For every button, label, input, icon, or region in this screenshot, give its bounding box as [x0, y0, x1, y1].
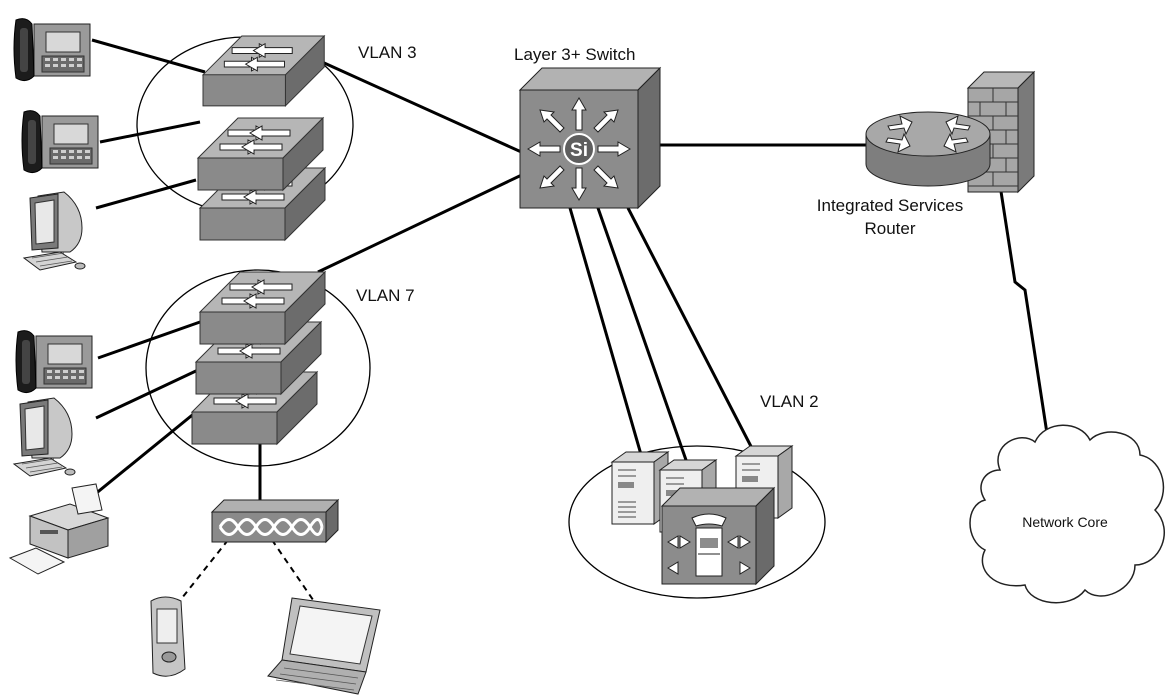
wireless-access-point-icon[interactable] [210, 498, 340, 544]
ip-phone-icon[interactable] [15, 330, 93, 394]
link-l3-to-server-2 [596, 207, 688, 461]
link-l3-to-server-1 [568, 207, 644, 459]
vlan2-label: VLAN 2 [760, 392, 819, 411]
link-pc2-to-switch [95, 368, 199, 420]
router-icon[interactable] [865, 111, 991, 187]
vlan7-boundary [145, 269, 371, 467]
wireless-links [177, 539, 321, 611]
l3-switch-glyph: Si [570, 140, 588, 161]
vlan3-label: VLAN 3 [358, 43, 417, 62]
call-manager-icon[interactable] [660, 486, 776, 586]
link-vlan7-switch-to-l3 [317, 170, 529, 274]
laptop-icon[interactable] [267, 597, 381, 695]
l3-switch-label: Layer 3+ Switch [514, 45, 636, 64]
workstation-icon[interactable] [23, 191, 86, 271]
link-phone2-to-switch [99, 120, 201, 144]
vlan7-label: VLAN 7 [356, 286, 415, 305]
ip-phone-icon[interactable] [13, 18, 91, 82]
network-core-label: Network Core [1022, 514, 1108, 530]
cloud-icon [969, 424, 1165, 604]
vlan2-boundary [568, 445, 826, 599]
workgroup-switch-icon[interactable] [202, 35, 325, 107]
isr-label-line1: Integrated Services [816, 196, 964, 215]
workstation-icon[interactable] [13, 397, 76, 477]
link-phone1-to-switch [91, 38, 206, 74]
pda-icon[interactable] [150, 596, 186, 677]
ip-phone-icon[interactable] [21, 110, 99, 174]
link-l3-to-server-3 [626, 207, 760, 461]
isr-label-line2: Router [864, 219, 916, 238]
link-vlan3-switch-to-l3 [321, 60, 529, 157]
link-pc1-to-switch [95, 178, 197, 210]
printer-icon[interactable] [8, 483, 110, 575]
link-phone3-to-switch [97, 320, 201, 360]
multilayer-switch-icon[interactable]: Si [518, 66, 662, 210]
link-router-to-core-serial [998, 184, 1050, 441]
